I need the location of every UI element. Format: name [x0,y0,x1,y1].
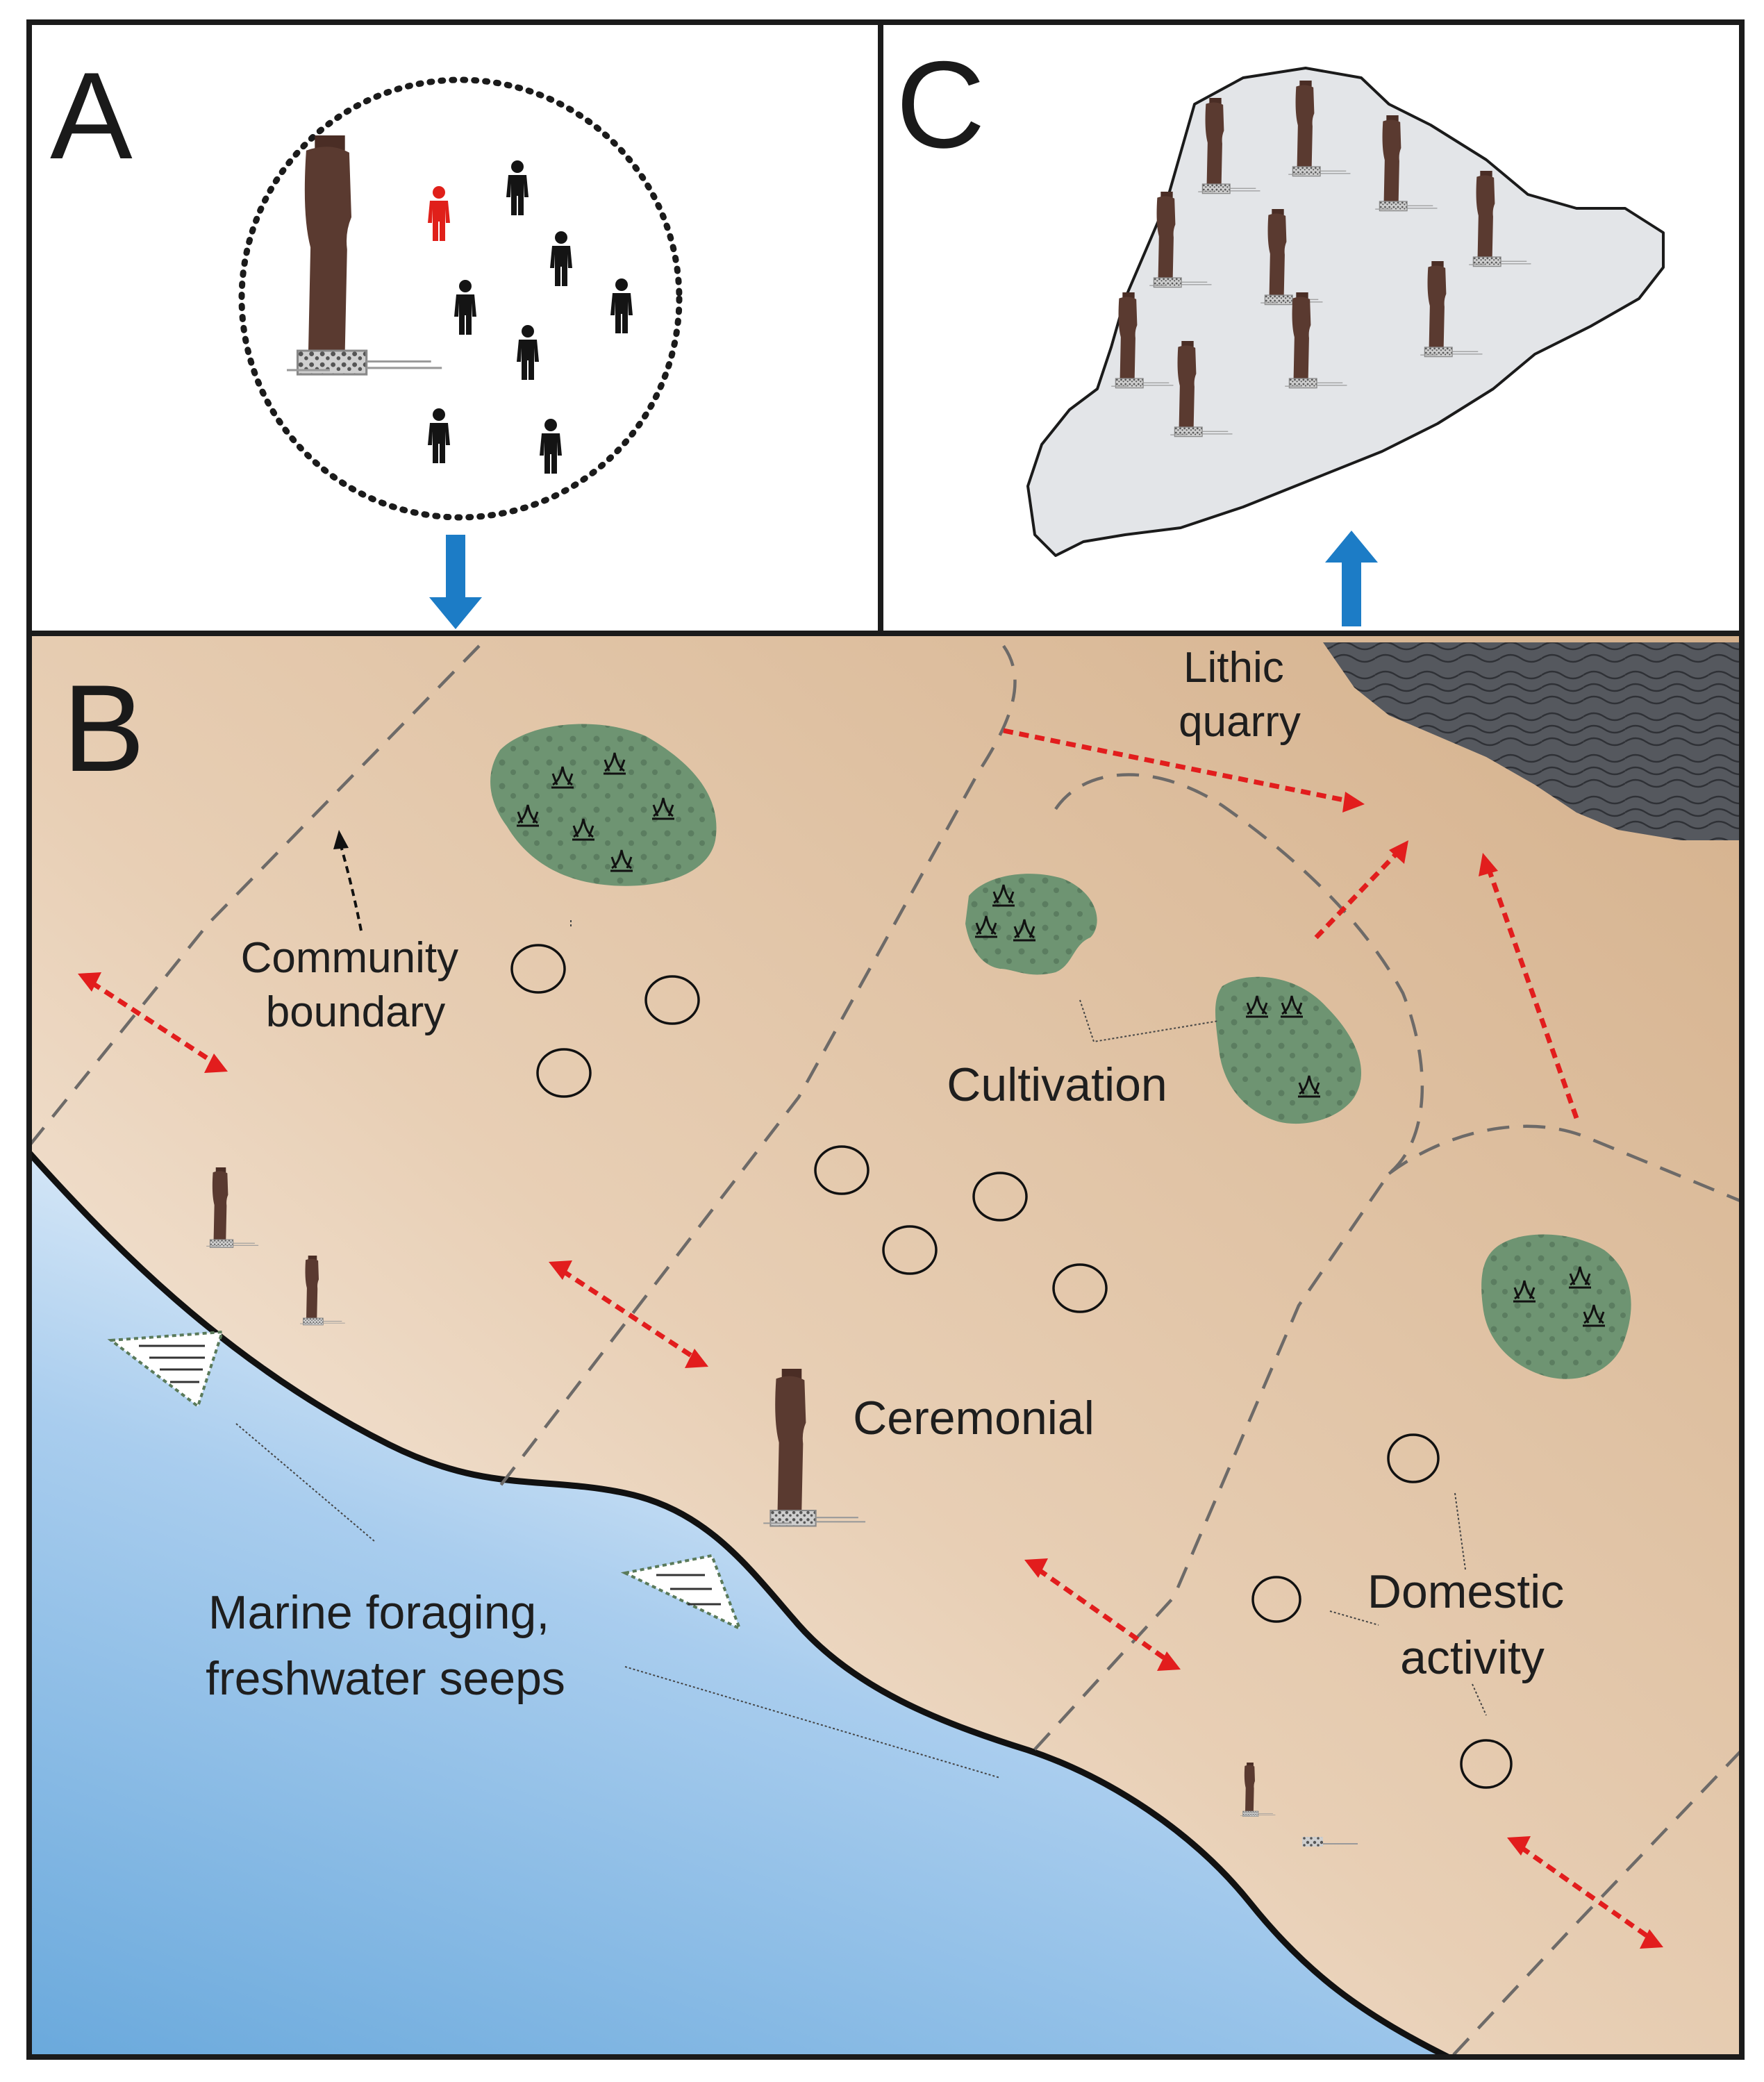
red-single-arrow-icon [1479,853,1579,1119]
blue-flow-arrow-icon [1325,531,1378,626]
panel-a-letter: A [50,47,133,185]
house-foundation-icon [510,944,566,994]
red-double-arrow-icon [1507,1836,1663,1949]
exchange-arrows [78,728,1663,1949]
ceremonial-label: Ceremonial [853,1392,1095,1444]
panel-b-statues [206,1167,1358,1847]
house-foundation-icon [644,975,700,1025]
red-single-arrow-icon [1314,840,1408,940]
panel-a: A [26,19,883,636]
house-foundation-icon [814,1145,869,1195]
seeps [107,1330,742,1631]
panel-b-letter: B [63,659,145,797]
panel-b-labels: Lithic quarry Community boundary Cultiva… [206,644,1577,1705]
red-double-arrow-icon [78,972,228,1073]
lithic-quarry-label: Lithic quarry [1179,644,1301,746]
freshwater-seep-icon [620,1554,742,1631]
domestic-activity-label: Domestic activity [1367,1565,1577,1684]
house-foundation-icon [1387,1433,1440,1483]
marine-foraging-label: Marine foraging, freshwater seeps [206,1586,565,1705]
red-double-arrow-icon [549,1260,708,1368]
panel-c: C [878,19,1745,636]
sea-area [29,1153,1448,2057]
lithic-quarry-area [1323,642,1742,840]
house-foundation-icon [536,1048,592,1098]
house-foundation-icon [1052,1263,1108,1313]
house-foundation-icon [1460,1739,1513,1789]
red-double-arrow-icon [1024,1558,1181,1671]
panel-b: Lithic quarry Community boundary Cultiva… [26,631,1745,2060]
house-foundation-icon [972,1172,1028,1222]
house-foundation-icon [1251,1576,1301,1623]
leader-lines [235,920,1487,1779]
house-foundations [510,944,1513,1789]
blue-flow-arrow-icon [429,535,482,629]
house-foundation-icon [882,1225,938,1275]
community-boundary-label: Community boundary [241,934,471,1036]
panel-c-letter: C [896,35,985,174]
coastline [26,1150,1450,2060]
planting-garden-icon [965,874,1097,975]
planting-garden-icon [1481,1234,1631,1379]
freshwater-seep-icon [107,1330,224,1409]
boundary-pointer [333,830,363,931]
planting-garden-icon [1215,976,1362,1124]
community-circle [238,76,683,521]
gardens [490,724,1631,1379]
platform-icon [1302,1837,1358,1847]
cultivation-label: Cultivation [947,1058,1167,1111]
community-boundaries [28,644,1743,2058]
planting-garden-icon [490,724,717,886]
red-single-arrow-icon [1003,728,1365,813]
